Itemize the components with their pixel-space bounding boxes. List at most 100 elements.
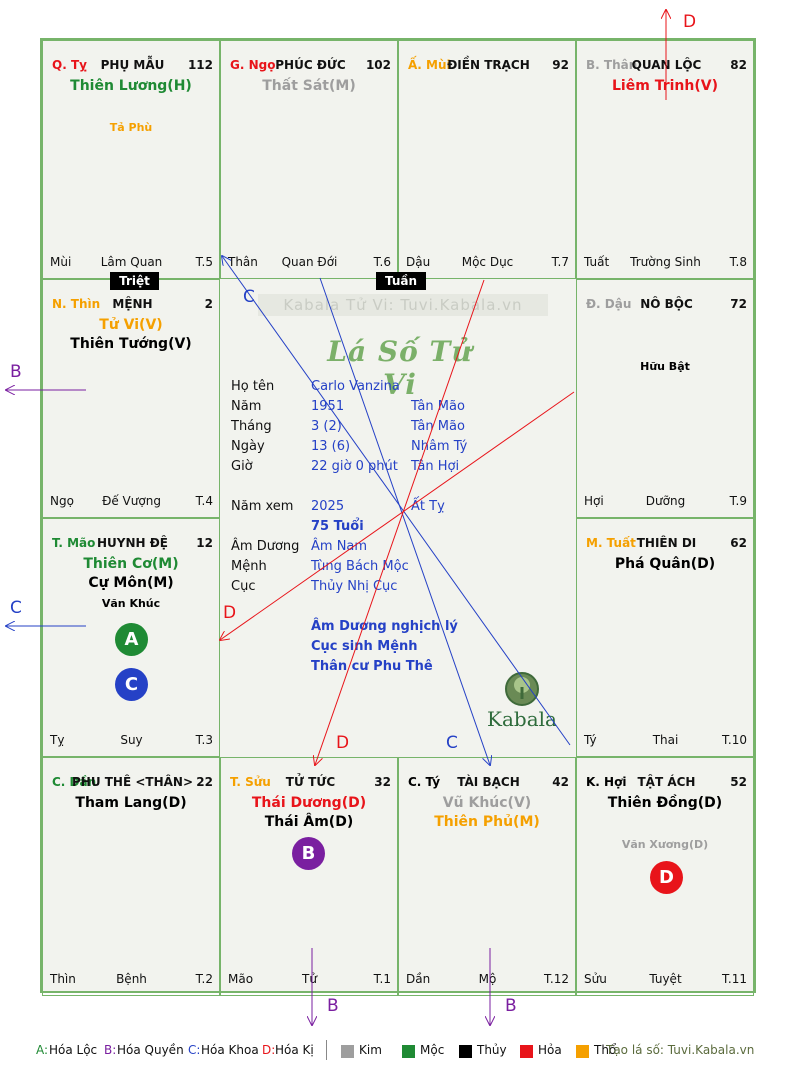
palace-chi: Mùi — [50, 255, 72, 269]
horoscope-chart: Kabala Tử Vi: Tuvi.Kabala.vn Lá Số Tử Vi… — [40, 38, 756, 996]
major-star: Phá Quân(D) — [614, 556, 716, 572]
major-stars: Tham Lang(D) — [43, 794, 219, 813]
palace-can: Q. Tỵ — [52, 58, 87, 72]
palace-age: T.3 — [195, 733, 213, 747]
info-value2: Tân Mão — [411, 419, 465, 434]
palace-can: Ấ. Mùi — [408, 58, 451, 72]
palace-number: 72 — [730, 297, 747, 311]
thuy-swatch — [459, 1045, 472, 1058]
palace-header: K. Hợi TẬT ÁCH 52 — [586, 775, 747, 791]
info-label: Họ tên — [231, 379, 275, 394]
info-value: Tùng Bách Mộc — [311, 559, 409, 574]
arrow-label: B — [327, 996, 339, 1016]
arrow-label: B — [505, 996, 517, 1016]
info-label: Ngày — [231, 439, 265, 454]
legend-c-key: C: — [188, 1043, 201, 1057]
major-stars: Thiên Lương(H) — [43, 77, 219, 96]
info-value: 3 (2) — [311, 419, 342, 434]
palace-name: PHỤ MẪU — [100, 58, 165, 72]
legend-c-text: Hóa Khoa — [201, 1043, 259, 1057]
legend-divider — [326, 1040, 327, 1060]
minor-star: Văn Xương(D) — [621, 838, 709, 851]
palace-number: 102 — [365, 58, 391, 72]
major-stars: Liêm Trinh(V) — [577, 77, 753, 96]
legend-thuy: Thủy — [477, 1043, 507, 1057]
hoa-swatch — [520, 1045, 533, 1058]
info-value2: Tân Mão — [411, 399, 465, 414]
legend-a-key: A: — [36, 1043, 49, 1057]
palace-can: K. Hợi — [586, 775, 627, 789]
palace-life: Tuyệt — [649, 972, 682, 986]
note-1: Âm Dương nghịch lý — [311, 619, 458, 634]
major-stars: Phá Quân(D) — [577, 555, 753, 574]
palace-age: T.9 — [729, 494, 747, 508]
palace-chi: Mão — [228, 972, 254, 986]
major-stars: Thái Dương(D)Thái Âm(D) — [221, 794, 397, 832]
info-label: Cục — [231, 579, 256, 594]
palace-age: T.8 — [729, 255, 747, 269]
palace-number: 52 — [730, 775, 747, 789]
palace-number: 12 — [196, 536, 213, 550]
major-stars: Vũ Khúc(V)Thiên Phủ(M) — [399, 794, 575, 832]
palace-age: T.1 — [373, 972, 391, 986]
palace-life: Đế Vượng — [102, 494, 161, 508]
kabala-logo: Kabala — [482, 671, 562, 741]
major-star: Thiên Lương(H) — [70, 78, 192, 94]
major-stars: Tử Vi(V)Thiên Tướng(V) — [43, 316, 219, 354]
arrow-label: C — [10, 598, 22, 618]
palace-life: Trường Sinh — [630, 255, 701, 269]
palace-age: T.2 — [195, 972, 213, 986]
minor-star: Hữu Bật — [640, 360, 690, 373]
info-value: 1951 — [311, 399, 345, 414]
palace-age: T.5 — [195, 255, 213, 269]
info-value: 22 giờ 0 phút — [311, 459, 398, 474]
minor-star: Tả Phù — [109, 121, 153, 134]
palace-name: THIÊN DI — [636, 536, 697, 550]
info-label: Năm xem — [231, 499, 294, 514]
center-panel: Kabala Tử Vi: Tuvi.Kabala.vn Lá Số Tử Vi… — [220, 279, 576, 755]
major-star: Thiên Đồng(D) — [607, 795, 723, 811]
palace-can: C. Tý — [408, 775, 441, 789]
palace-can: N. Thìn — [52, 297, 101, 311]
legend-a-text: Hóa Lộc — [49, 1043, 98, 1057]
palace-name: TẬT ÁCH — [637, 775, 696, 789]
mutagen-circle: B — [292, 837, 325, 870]
palace-can: M. Tuất — [586, 536, 636, 550]
tag-triet: Triệt — [110, 272, 159, 290]
palace-name: NÔ BỘC — [640, 297, 693, 311]
info-value: 13 (6) — [311, 439, 351, 454]
palace-name: HUYNH ĐỆ — [97, 536, 168, 550]
tho-swatch — [576, 1045, 589, 1058]
palace-life: Bệnh — [116, 972, 147, 986]
arrow-label: B — [10, 362, 22, 382]
info-label: Giờ — [231, 459, 253, 474]
arrow-label: D — [683, 12, 697, 32]
legend-moc: Mộc — [420, 1043, 445, 1057]
info-value2: Tân Hợi — [411, 459, 460, 474]
mutagen-circle: C — [115, 668, 148, 701]
info-value: Thủy Nhị Cục — [311, 579, 398, 594]
legend-tho: Thổ — [594, 1043, 617, 1057]
info-value2: Nhâm Tý — [411, 439, 468, 454]
major-star: Thiên Tướng(V) — [70, 336, 192, 352]
palace-can: T. Sửu — [230, 775, 271, 789]
